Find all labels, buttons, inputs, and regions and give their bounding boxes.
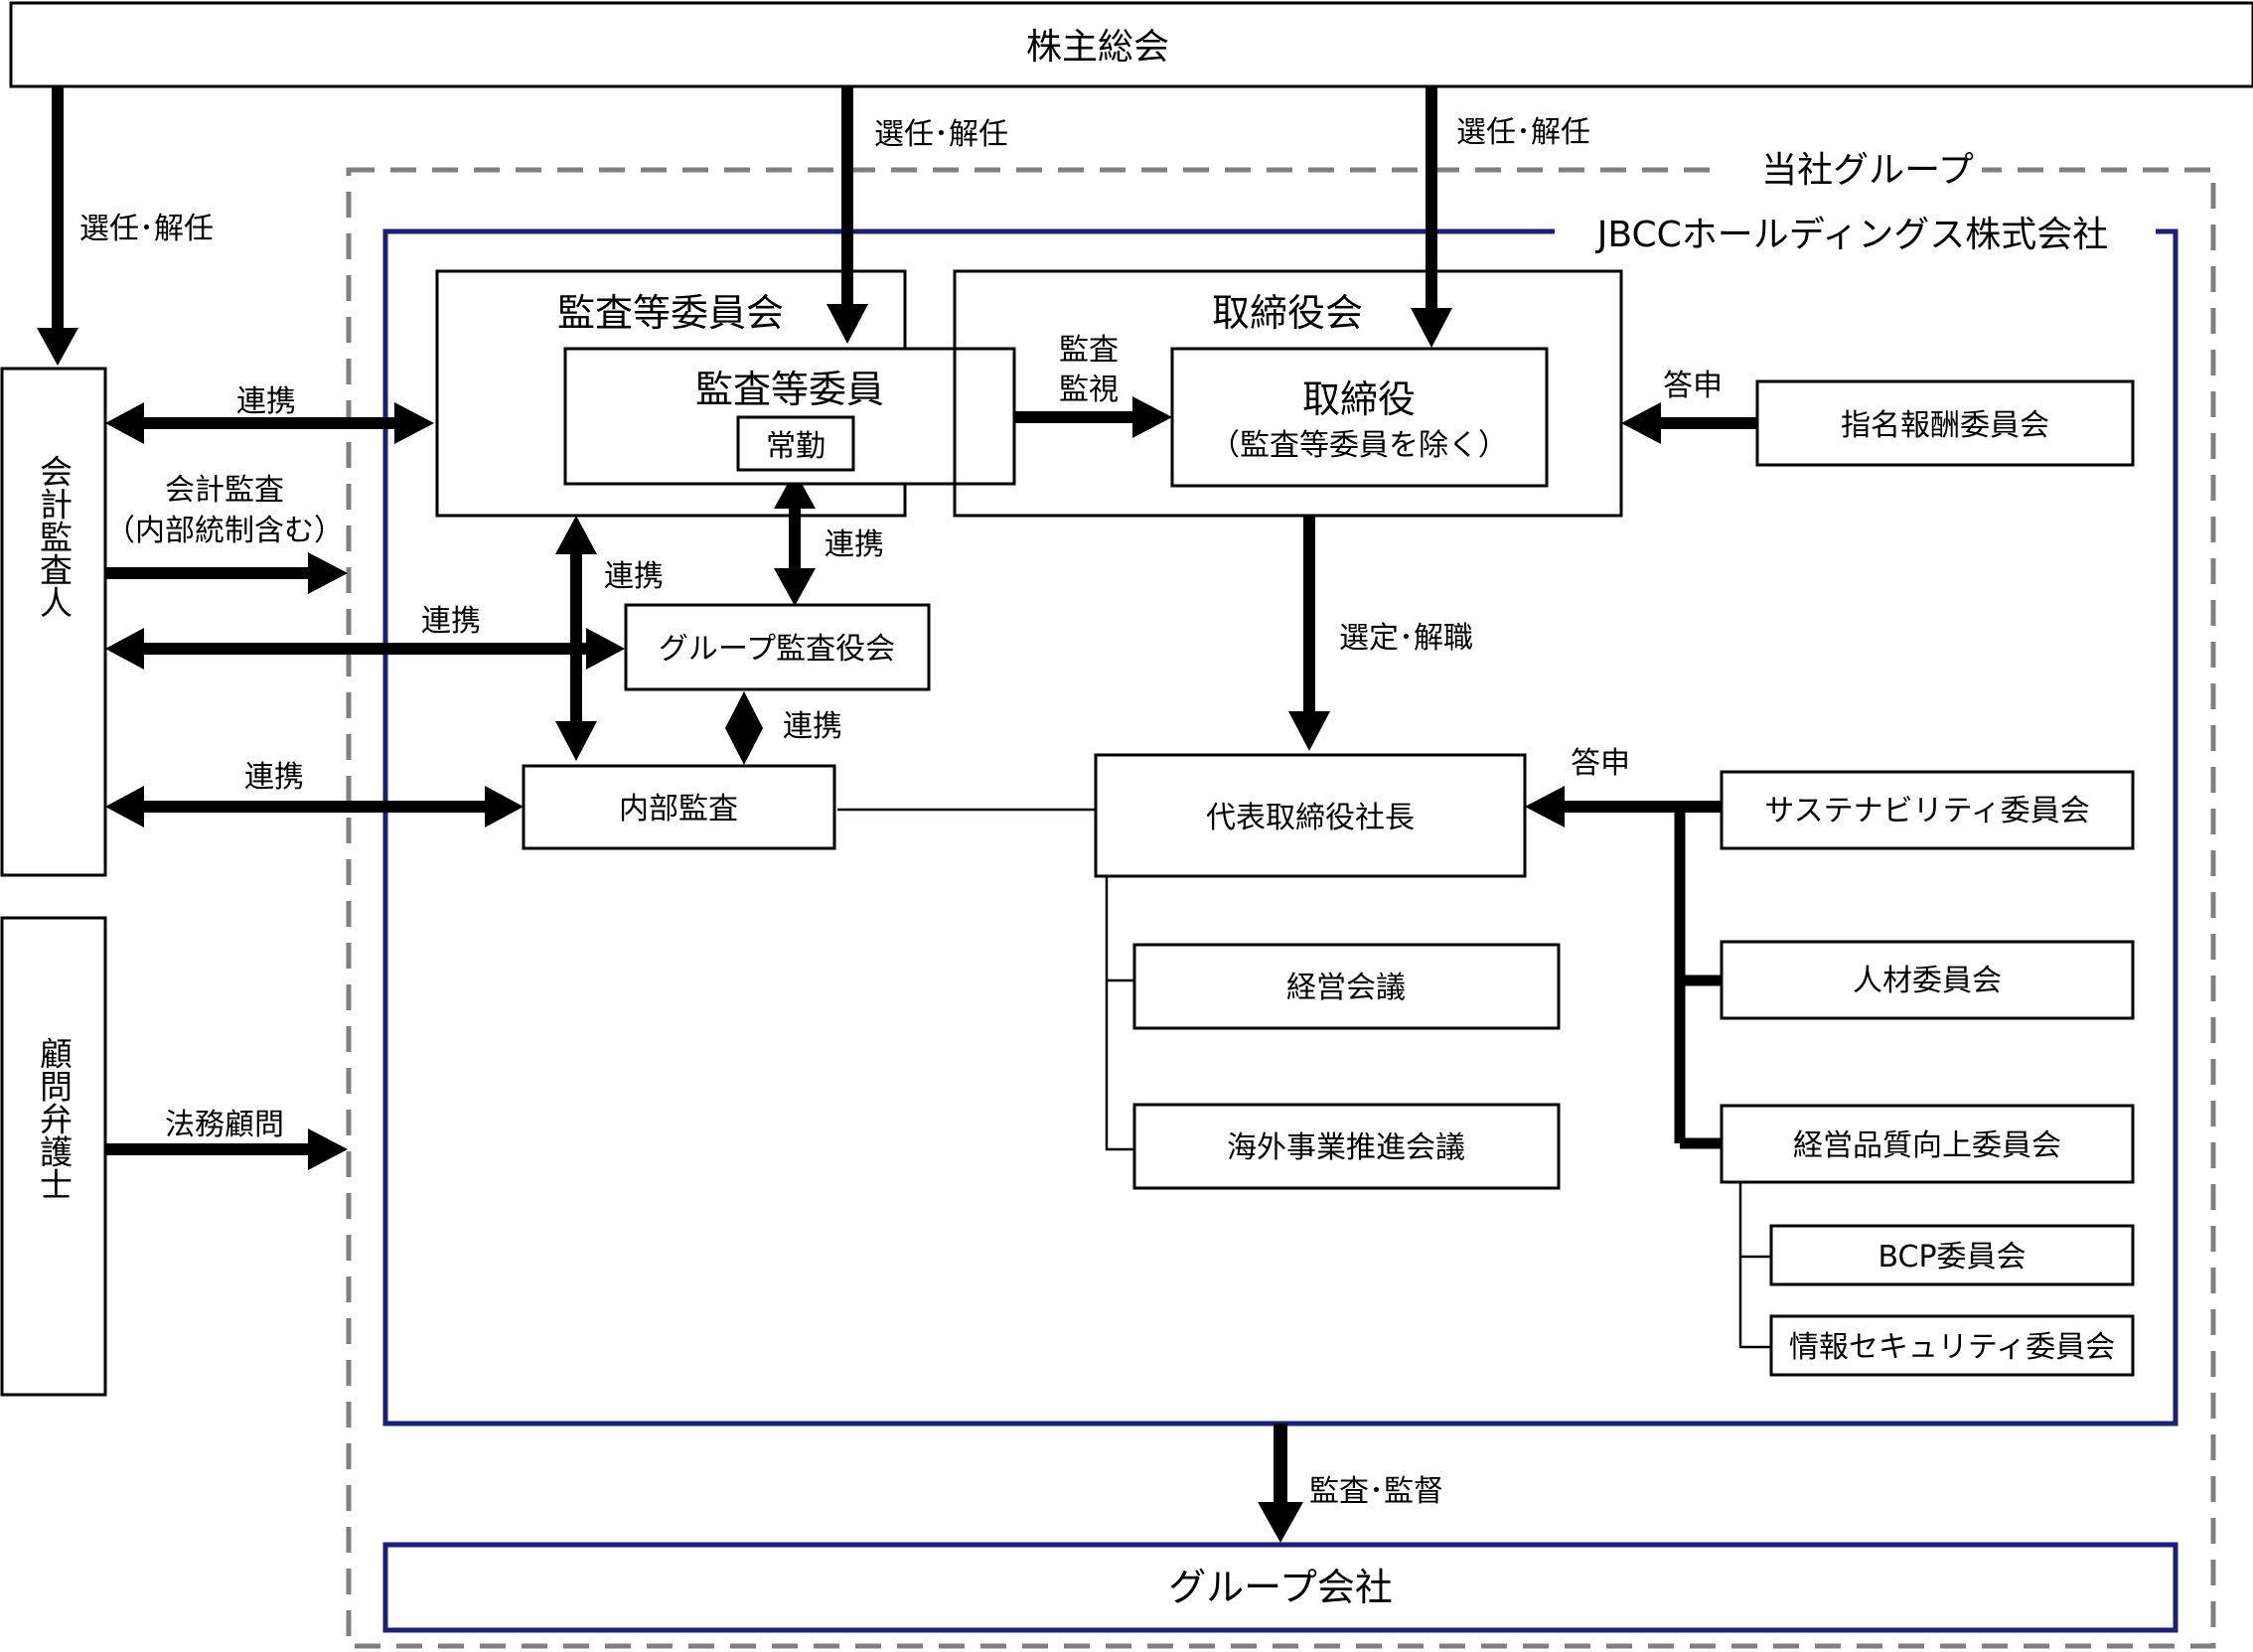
edge-label-report-2: 答申 — [1571, 746, 1630, 781]
quality-committee-label: 経営品質向上委員会 — [1793, 1128, 2061, 1163]
president-label: 代表取締役社長 — [1206, 801, 1415, 835]
arrowhead — [394, 402, 434, 444]
edge-label-elect-dismiss-3: 選任･解任 — [1456, 115, 1590, 150]
directors-label: 取締役 — [1302, 377, 1416, 421]
hr-committee-box — [1720, 940, 2135, 1020]
fulltime-box — [736, 415, 855, 472]
edge-label-appoint-dismiss: 選定･解職 — [1339, 621, 1473, 656]
directors-note: （監査等委員を除く） — [1210, 428, 1508, 463]
edge-label-accounting-audit: 会計監査 — [165, 473, 284, 508]
accounting-auditor-box — [0, 367, 107, 877]
internal-audit-box — [522, 764, 836, 850]
arrowhead — [1411, 308, 1452, 348]
arrowhead — [826, 304, 868, 344]
infosec-committee-box — [1769, 1314, 2135, 1377]
edge-label-audit: 監査 — [1059, 333, 1119, 368]
management-meeting-label: 経営会議 — [1286, 971, 1406, 1005]
edge-label-incl-internal-control: （内部統制含む） — [105, 514, 344, 548]
accounting-auditor-label: 会計監査人 — [35, 455, 74, 619]
arrowhead — [105, 402, 144, 444]
edge-label-cooperate-3: 連携 — [244, 760, 304, 795]
nomination-box — [1755, 379, 2135, 467]
edge-label-cooperate-5: 連携 — [825, 527, 884, 562]
arrowhead — [774, 471, 816, 509]
sustainability-box — [1720, 770, 2135, 850]
arrowhead — [1525, 786, 1565, 827]
arrowhead — [308, 1128, 348, 1170]
edge-label-report-1: 答申 — [1663, 369, 1723, 403]
group-auditors-box — [624, 603, 931, 691]
arrowhead — [485, 786, 524, 827]
arrowhead — [586, 628, 625, 670]
internal-audit-label: 内部監査 — [619, 792, 738, 826]
arrowhead — [555, 721, 597, 761]
arrowhead — [1132, 396, 1172, 438]
group-frame — [346, 167, 2216, 1649]
nomination-label: 指名報酬委員会 — [1841, 408, 2049, 443]
quality-committee-box — [1720, 1104, 2135, 1184]
edge-label-supervise: 監視 — [1059, 373, 1119, 407]
group-auditors-label: グループ監査役会 — [659, 632, 895, 667]
edge-label-elect-dismiss-1: 選任･解任 — [79, 212, 214, 246]
bcp-committee-label: BCP委員会 — [1878, 1240, 2026, 1275]
directors-box — [1170, 347, 1549, 488]
edge-label-cooperate-1: 連携 — [236, 384, 296, 419]
president-box — [1094, 753, 1527, 878]
arrowhead — [555, 516, 597, 554]
group-companies-box — [382, 1542, 2178, 1633]
legal-counsel-label: 顧問弁護士 — [35, 1037, 74, 1201]
shareholders-label: 株主総会 — [1026, 27, 1169, 68]
edge-label-elect-dismiss-2: 選任･解任 — [874, 117, 1008, 152]
infosec-committee-label: 情報セキュリティ委員会 — [1789, 1330, 2115, 1365]
arrowhead — [1621, 402, 1661, 444]
edge-label-cooperate-4: 連携 — [604, 559, 664, 594]
arrowhead — [105, 628, 144, 670]
edge-label-legal-advice: 法務顧問 — [165, 1108, 284, 1142]
arrowhead — [1258, 1502, 1303, 1543]
overseas-meeting-box — [1132, 1103, 1561, 1190]
committees-bus — [1674, 807, 1722, 1149]
arrowhead — [774, 568, 816, 606]
audit-committee-label: 監査等委員会 — [557, 291, 784, 335]
hr-committee-label: 人材委員会 — [1853, 964, 2002, 998]
arrowhead — [37, 328, 78, 366]
arrowhead — [105, 786, 144, 827]
edge-label-audit-supervise: 監査･監督 — [1309, 1474, 1443, 1509]
shareholders-box — [9, 1, 2253, 88]
group-frame-label: 当社グループ — [1761, 150, 1974, 191]
quality-subcommittees-connector — [1738, 1182, 1771, 1349]
company-frame-label: JBCCホールディングス株式会社 — [1595, 215, 2108, 255]
audit-members-label: 監査等委員 — [695, 368, 884, 411]
fulltime-label: 常勤 — [766, 429, 826, 464]
board-label: 取締役会 — [1212, 291, 1363, 335]
arrowhead — [1288, 711, 1330, 751]
overseas-meeting-label: 海外事業推進会議 — [1227, 1130, 1465, 1165]
diamond-connector — [725, 691, 763, 765]
edge-label-cooperate-6: 連携 — [783, 709, 842, 744]
group-companies-label: グループ会社 — [1168, 1566, 1393, 1609]
arrowhead — [308, 552, 348, 594]
edge-label-cooperate-2: 連携 — [421, 604, 481, 639]
president-meetings-connector — [1105, 877, 1134, 1151]
board-box — [953, 269, 1623, 518]
sustainability-label: サステナビリティ委員会 — [1764, 794, 2090, 828]
legal-counsel-box — [0, 916, 107, 1397]
bcp-committee-box — [1769, 1224, 2135, 1286]
management-meeting-box — [1132, 943, 1561, 1030]
